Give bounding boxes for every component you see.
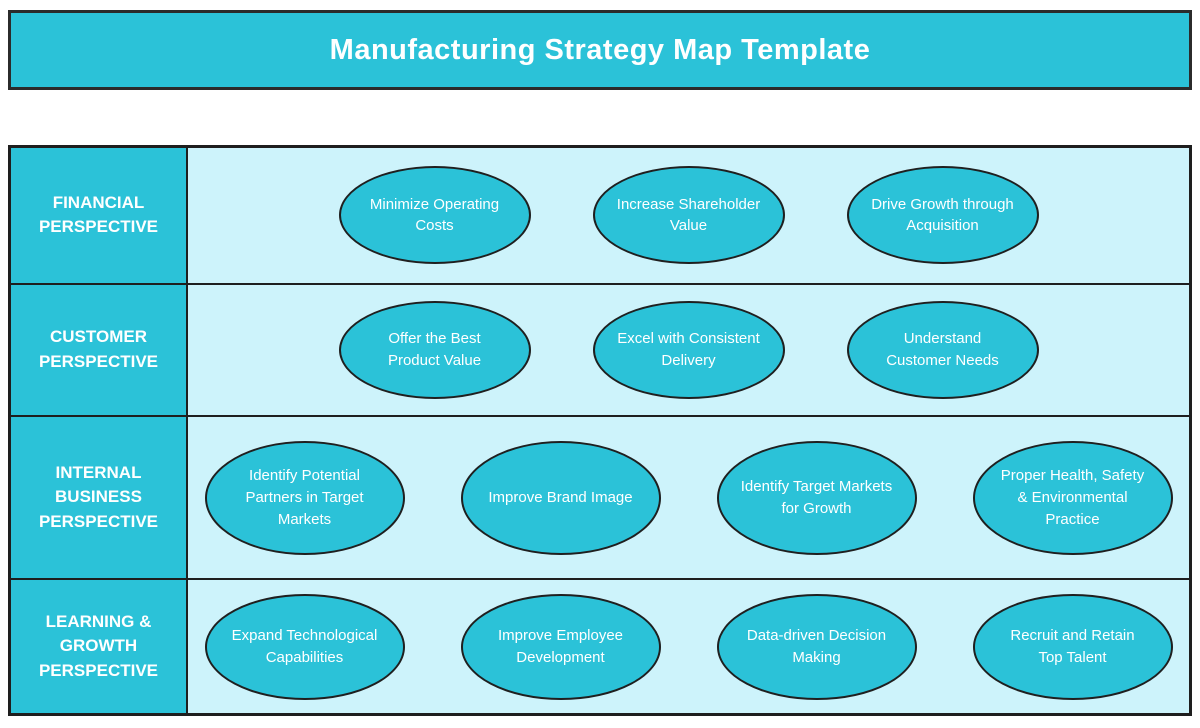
row-label-internal-business: INTERNAL BUSINESS PERSPECTIVE [11,417,188,579]
oval-improve-employee-development: Improve Employee Development [460,593,661,700]
row-label-financial: FINANCIAL PERSPECTIVE [11,148,188,283]
oval-improve-brand-image: Improve Brand Image [460,440,661,555]
row-content-learning-growth: Expand Technological Capabilities Improv… [188,580,1189,713]
oval-identify-target-markets: Identify Target Markets for Growth [716,440,917,555]
row-content-customer: Offer the Best Product Value Excel with … [188,285,1189,416]
oval-data-driven-decision-making: Data-driven Decision Making [716,593,917,700]
oval-offer-best-product-value: Offer the Best Product Value [338,300,531,399]
oval-drive-growth-through-acquisition: Drive Growth through Acquisition [846,166,1039,265]
row-learning-growth: LEARNING & GROWTH PERSPECTIVE Expand Tec… [11,578,1189,713]
oval-excel-consistent-delivery: Excel with Consistent Delivery [592,300,785,399]
row-financial: FINANCIAL PERSPECTIVE Minimize Operating… [11,148,1189,283]
row-customer: CUSTOMER PERSPECTIVE Offer the Best Prod… [11,282,1189,416]
oval-expand-technological-capabilities: Expand Technological Capabilities [204,593,405,700]
oval-minimize-operating-costs: Minimize Operating Costs [338,166,531,265]
title-banner: Manufacturing Strategy Map Template [8,10,1192,90]
row-label-customer: CUSTOMER PERSPECTIVE [11,284,188,416]
row-label-learning-growth: LEARNING & GROWTH PERSPECTIVE [11,580,188,713]
oval-identify-potential-partners: Identify Potential Partners in Target Ma… [204,440,405,555]
strategy-map-table: FINANCIAL PERSPECTIVE Minimize Operating… [8,145,1192,716]
oval-proper-health-safety-environmental: Proper Health, Safety & Environmental Pr… [972,440,1173,555]
row-content-financial: Minimize Operating Costs Increase Shareh… [188,148,1189,283]
row-internal-business: INTERNAL BUSINESS PERSPECTIVE Identify P… [11,415,1189,579]
row-content-internal-business: Identify Potential Partners in Target Ma… [188,417,1189,578]
page-title: Manufacturing Strategy Map Template [329,33,871,66]
oval-recruit-retain-top-talent: Recruit and Retain Top Talent [972,593,1173,700]
oval-understand-customer-needs: Understand Customer Needs [846,300,1039,399]
oval-increase-shareholder-value: Increase Shareholder Value [592,166,785,265]
